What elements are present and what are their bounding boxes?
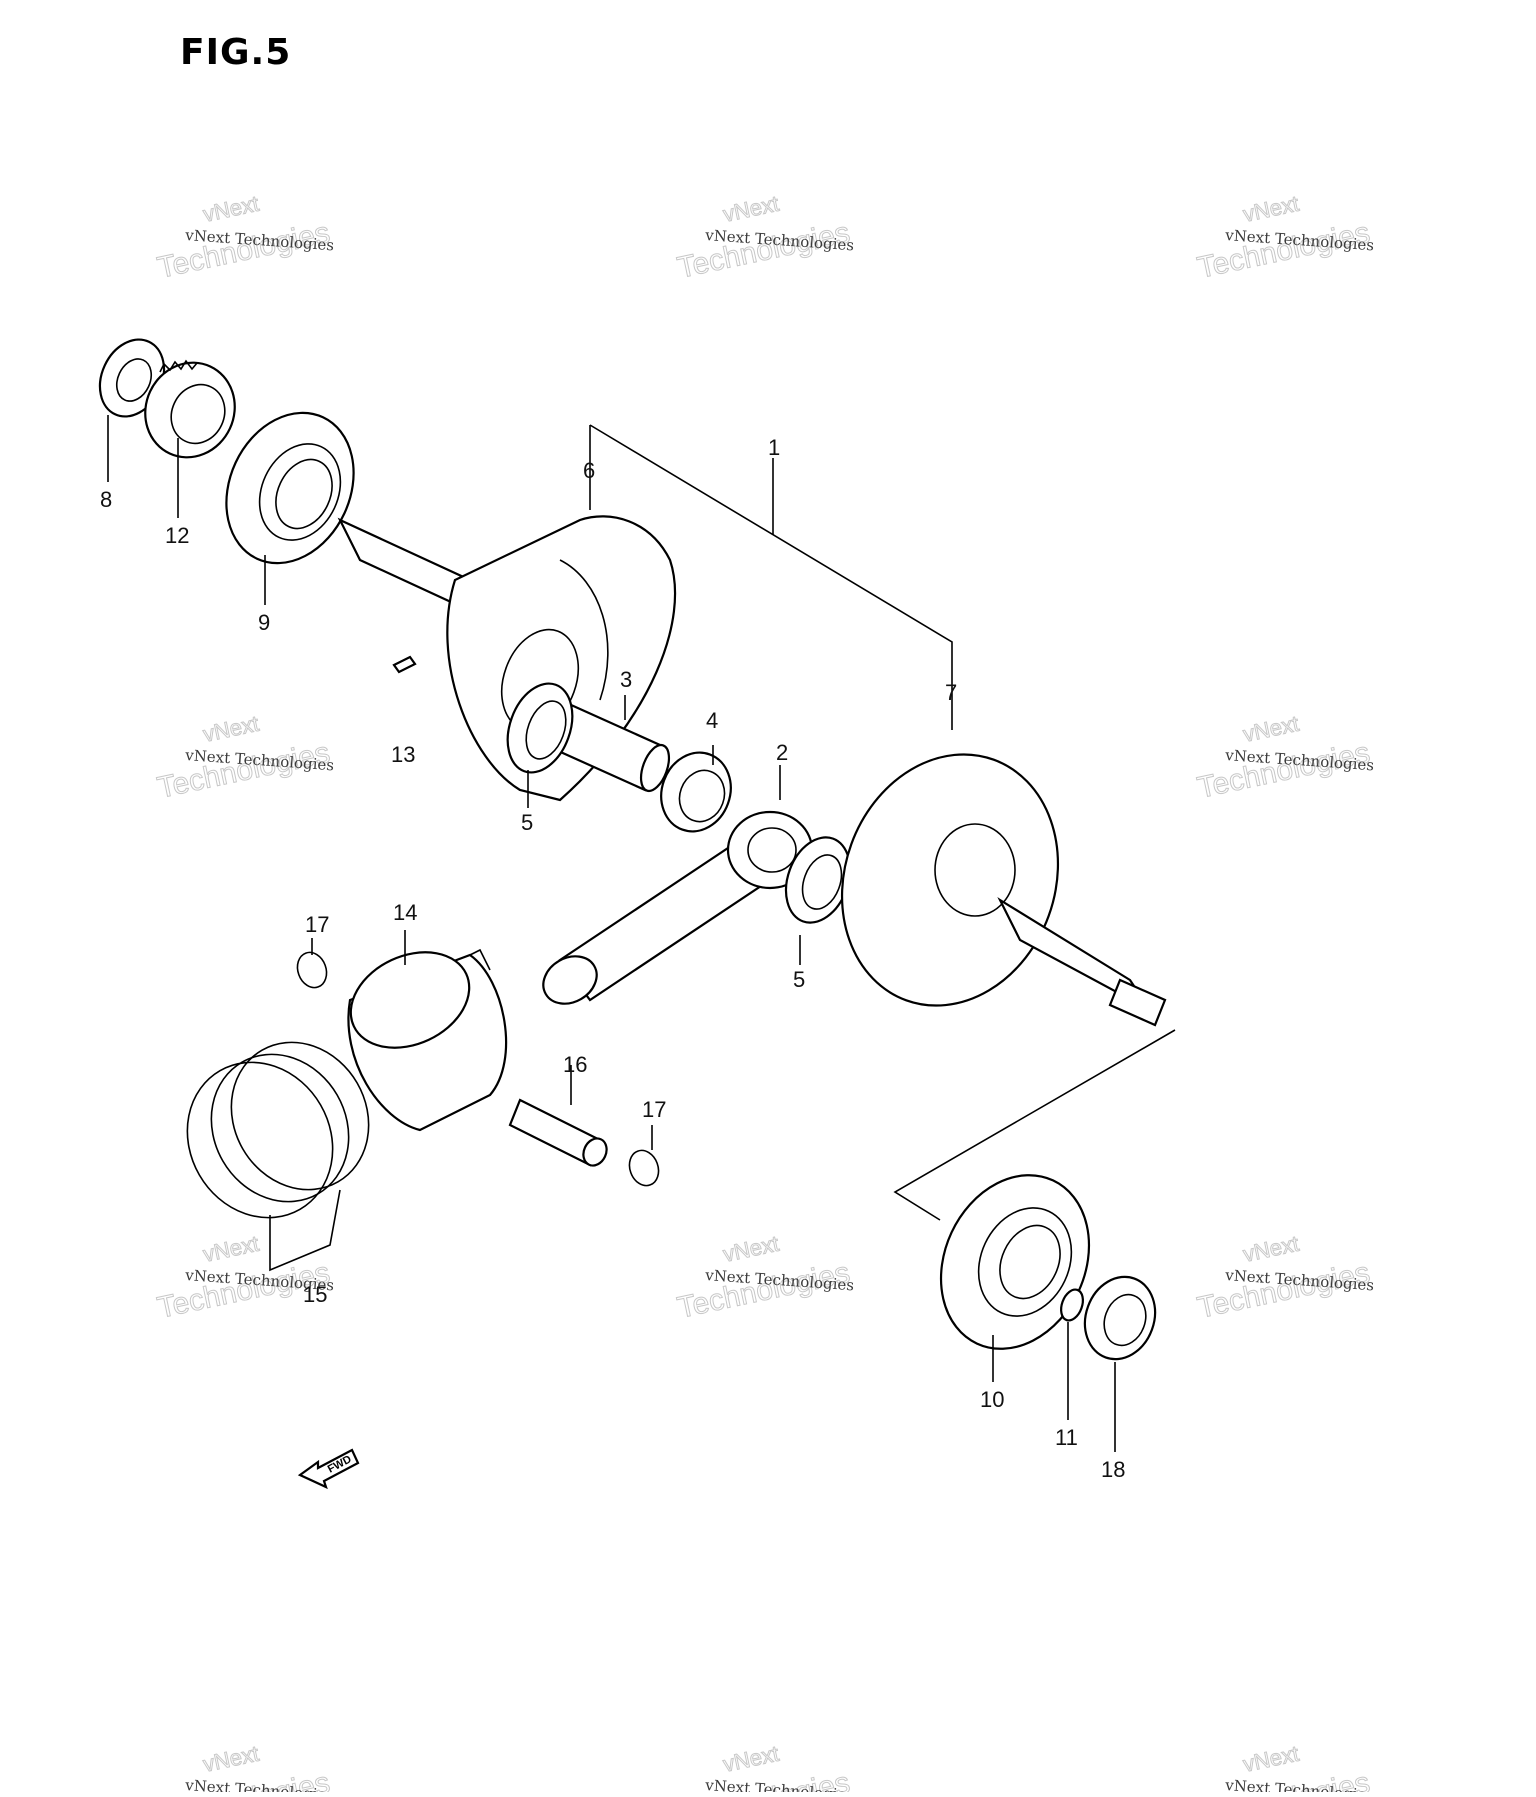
callout-labels: 1 2 3 4 5 5 6 7 8 9 10 11 12 13 14 15 16… [100,435,1125,1482]
callout-1: 1 [768,435,780,460]
callout-3: 3 [620,667,632,692]
svg-text:vNext: vNext [201,1741,261,1777]
callout-17-left: 17 [305,912,329,937]
callout-12: 12 [165,523,189,548]
callout-18: 18 [1101,1457,1125,1482]
callout-5-right: 5 [793,967,805,992]
part-7-crank-web-right [840,753,1167,1027]
part-2-connecting-rod [542,810,814,1005]
svg-text:vNext: vNext [201,191,261,227]
part-11-spacer [1060,1288,1084,1322]
svg-text:vNext: vNext [721,191,781,227]
callout-7: 7 [945,680,957,705]
part-18-oil-seal [1083,1275,1157,1361]
leader-lines [107,415,1176,1452]
callout-14: 14 [393,900,417,925]
part-10-bearing [939,1174,1091,1350]
fwd-direction-arrow: FWD [297,1448,360,1490]
part-15-piston-rings [186,1041,370,1219]
part-16-piston-pin [508,1098,608,1167]
part-17-circlip-left [296,951,328,989]
part-4-needle-bearing [660,751,732,833]
callout-17-right: 17 [642,1097,666,1122]
callout-6: 6 [583,458,595,483]
part-13-key [392,655,417,674]
callout-4: 4 [706,708,718,733]
callout-10: 10 [980,1387,1004,1412]
part-14-piston [347,948,508,1132]
callout-5-left: 5 [521,810,533,835]
svg-text:vNext: vNext [721,1231,781,1267]
part-17-circlip-right [628,1149,660,1187]
svg-text:vNext: vNext [1241,1741,1301,1777]
svg-text:vNext: vNext [201,711,261,747]
part-5-thrust-washer-left [506,682,574,774]
svg-text:vNext: vNext [1241,711,1301,747]
svg-text:vNext: vNext [201,1231,261,1267]
part-9-bearing [225,411,355,565]
callout-9: 9 [258,610,270,635]
svg-text:vNext: vNext [1241,191,1301,227]
svg-text:vNext: vNext [1241,1231,1301,1267]
callout-16: 16 [563,1052,587,1077]
callout-13: 13 [391,742,415,767]
figure-title: FIG.5 [180,32,292,73]
svg-text:vNext: vNext [721,1741,781,1777]
callout-2: 2 [776,740,788,765]
callout-11: 11 [1055,1425,1078,1450]
callout-15: 15 [303,1282,327,1307]
callout-8: 8 [100,487,112,512]
part-12-gear [144,359,236,459]
